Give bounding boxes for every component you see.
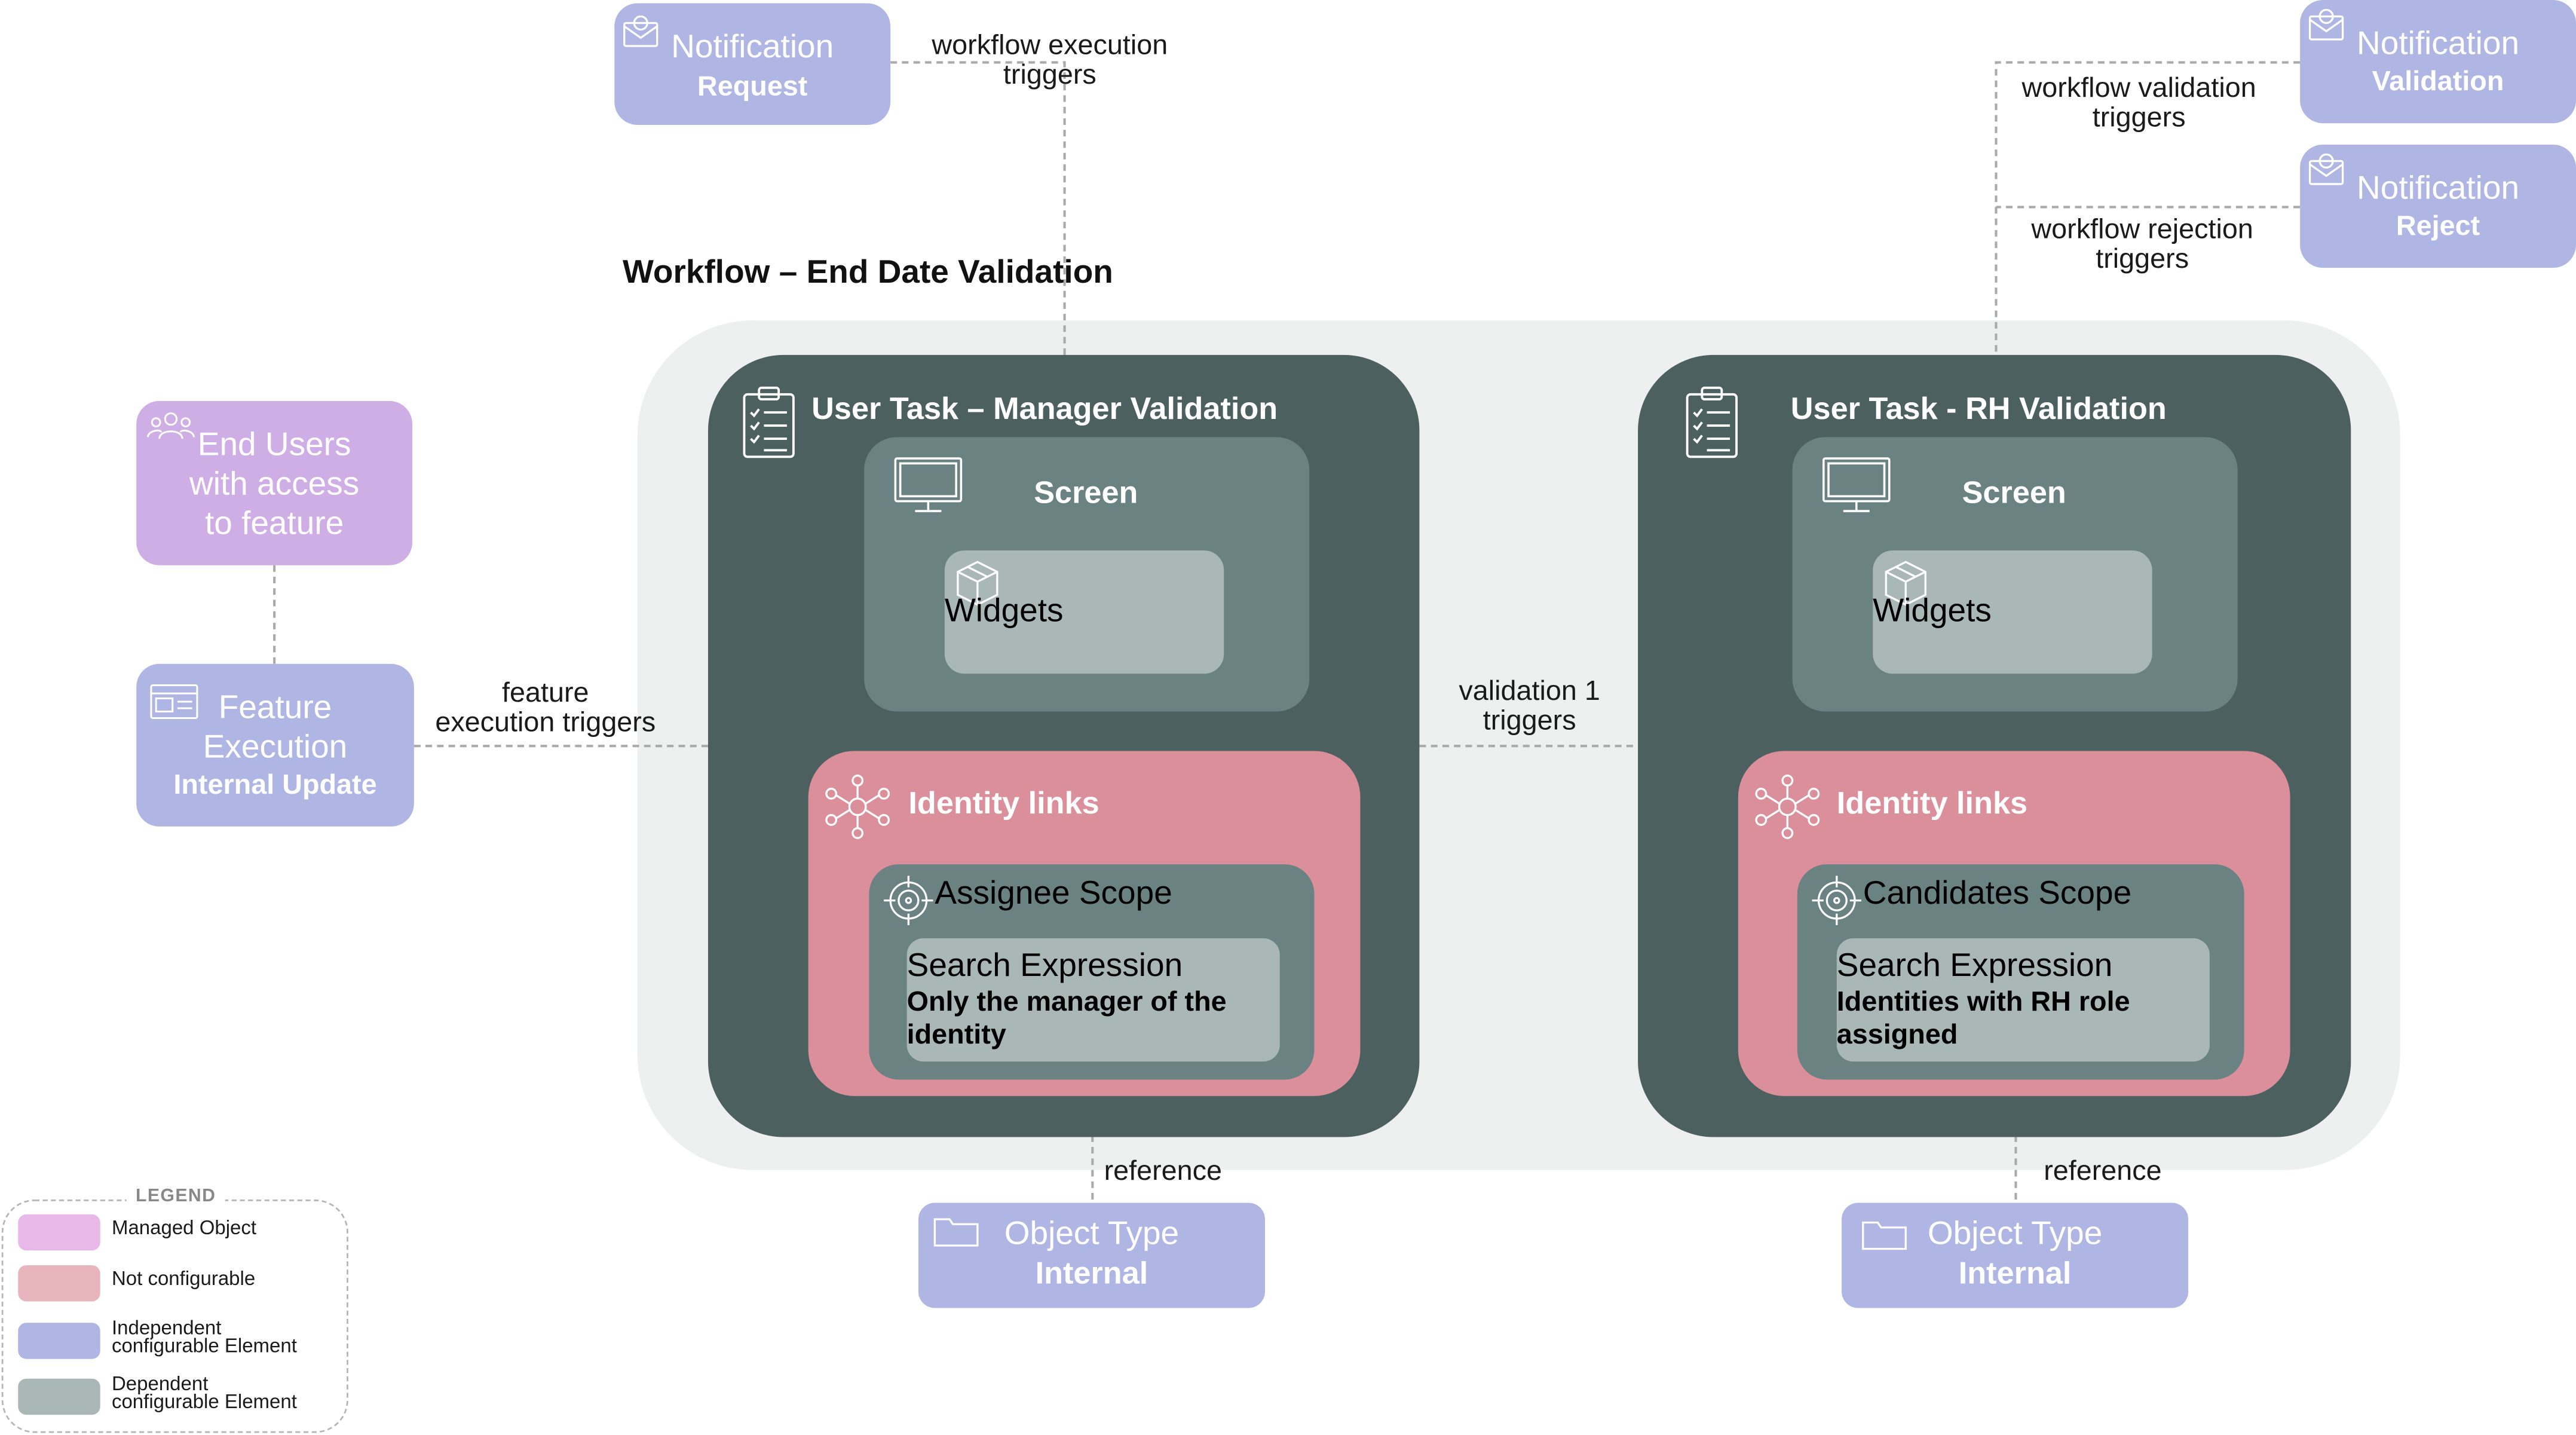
assignee-scope-panel: Assignee Scope Search Expression Only th…	[869, 864, 1315, 1080]
notification-request-subtitle: Request	[697, 71, 808, 102]
user-task-manager-title: User Task – Manager Validation	[811, 393, 1278, 427]
object-type-left-title: Object Type	[1004, 1216, 1180, 1253]
notification-request: Notification Request	[614, 3, 891, 125]
notification-validation: Notification Validation	[2300, 0, 2576, 124]
cube-box-icon	[1885, 561, 1926, 606]
notification-request-title: Notification	[671, 29, 834, 66]
assignee-scope-label: Assignee Scope	[935, 876, 1172, 912]
label-reference-right: reference	[2044, 1155, 2162, 1187]
notification-validation-subtitle: Validation	[2372, 65, 2504, 97]
feature-line2: Execution	[203, 729, 348, 766]
workflow-title: Workflow – End Date Validation	[623, 255, 1113, 291]
legend-swatch-managed-object	[18, 1214, 100, 1251]
legend-swatch-dependent	[18, 1378, 100, 1415]
candidates-scope-panel: Candidates Scope Search Expression Ident…	[1797, 864, 2244, 1080]
legend-label-managed-object: Managed Object	[111, 1216, 257, 1240]
screen-panel: Screen Widgets	[1792, 437, 2238, 712]
envelope-icon	[2308, 8, 2344, 41]
search-expression-line2: identity	[906, 1018, 1006, 1050]
legend-swatch-independent	[18, 1323, 100, 1359]
label-reference-left: reference	[1104, 1155, 1223, 1187]
line-request-to-task	[890, 61, 1066, 355]
candidates-scope-label: Candidates Scope	[1863, 876, 2132, 912]
search-expression-panel: Search Expression Only the manager of th…	[906, 938, 1280, 1062]
legend-swatch-not-configurable	[18, 1265, 100, 1302]
target-icon	[1812, 876, 1862, 925]
screen-label: Screen	[1034, 476, 1138, 512]
target-icon	[884, 876, 933, 925]
widgets-panel: Widgets	[944, 550, 1224, 674]
cube-box-icon	[957, 561, 998, 606]
identity-links-label: Identity links	[1836, 787, 2028, 822]
search-expression-title: Search Expression	[906, 948, 1183, 984]
feature-subtitle: Internal Update	[173, 769, 377, 800]
end-users-line3: to feature	[204, 506, 344, 543]
legend-label-not-configurable: Not configurable	[111, 1266, 256, 1290]
identity-links-panel: Identity links Candidates Scope Search E…	[1738, 751, 2290, 1096]
monitor-icon	[894, 457, 963, 512]
envelope-icon	[2308, 153, 2344, 185]
folder-icon	[933, 1218, 979, 1247]
legend-title: LEGEND	[126, 1186, 225, 1207]
identity-links-label: Identity links	[908, 787, 1099, 822]
notification-validation-title: Notification	[2357, 26, 2520, 63]
end-users-box: End Users with access to feature	[136, 400, 413, 565]
notification-reject-title: Notification	[2357, 170, 2520, 207]
object-type-right-subtitle: Internal	[1958, 1257, 2072, 1292]
notification-reject-subtitle: Reject	[2396, 210, 2480, 242]
object-type-left-subtitle: Internal	[1035, 1257, 1148, 1292]
search-expression-panel: Search Expression Identities with RH rol…	[1836, 938, 2210, 1062]
search-expression-line2: assigned	[1836, 1018, 1958, 1050]
screen-label: Screen	[1962, 476, 2066, 512]
end-users-line1: End Users	[197, 427, 351, 464]
folder-icon	[1862, 1221, 1907, 1250]
screen-panel: Screen Widgets	[864, 437, 1310, 712]
search-expression-title: Search Expression	[1836, 948, 2113, 984]
widgets-label: Widgets	[1873, 593, 1992, 630]
user-task-manager: User Task – Manager Validation Screen Wi…	[707, 354, 1420, 1137]
end-users-line2: with access	[189, 466, 360, 503]
legend: LEGEND Managed Object Not configurable I…	[1, 1186, 348, 1433]
feature-execution-box: Feature Execution Internal Update	[136, 663, 414, 827]
clipboard-checklist-icon	[1686, 386, 1738, 458]
widgets-label: Widgets	[944, 593, 1064, 630]
network-nodes-icon	[1755, 775, 1820, 839]
clipboard-checklist-icon	[743, 386, 795, 458]
user-task-rh-title: User Task - RH Validation	[1790, 393, 2167, 427]
user-task-rh: User Task - RH Validation Screen Widgets…	[1638, 354, 2351, 1137]
widgets-panel: Widgets	[1873, 550, 2152, 674]
monitor-icon	[1823, 457, 1891, 512]
users-icon	[146, 412, 195, 439]
feature-line1: Feature	[218, 690, 332, 727]
search-expression-line1: Only the manager of the	[906, 986, 1227, 1017]
network-nodes-icon	[825, 775, 890, 839]
object-type-right: Object Type Internal	[1842, 1203, 2189, 1308]
object-type-left: Object Type Internal	[918, 1203, 1266, 1308]
identity-links-panel: Identity links Assignee Scope Search Exp…	[808, 751, 1361, 1096]
notification-reject: Notification Reject	[2300, 144, 2576, 268]
browser-window-icon	[150, 684, 198, 719]
envelope-icon	[623, 15, 658, 47]
object-type-right-title: Object Type	[1927, 1216, 2103, 1253]
search-expression-line1: Identities with RH role	[1836, 986, 2130, 1017]
line-validation-to-task	[1995, 61, 2301, 355]
